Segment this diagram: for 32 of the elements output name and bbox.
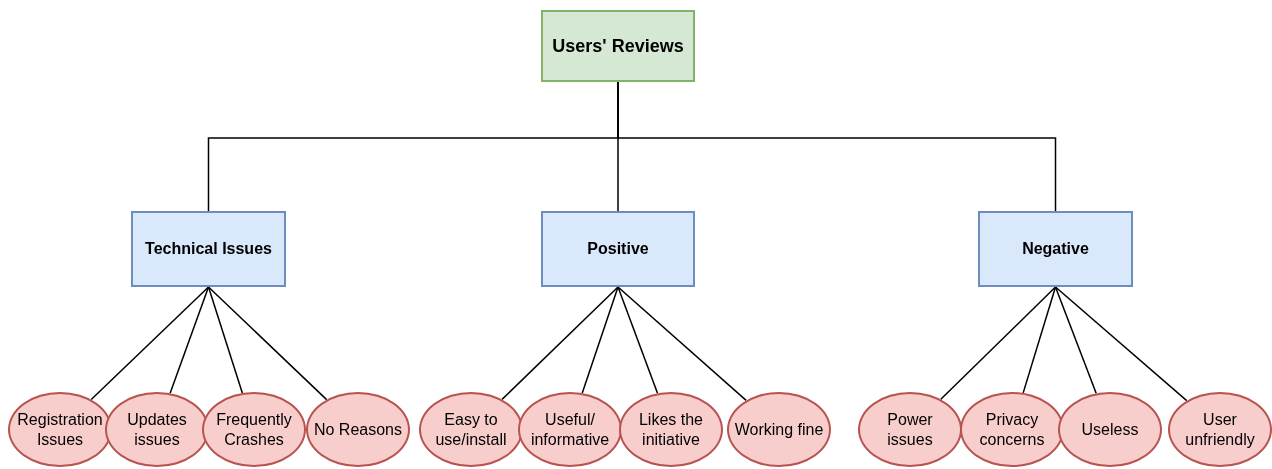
node-label: No Reasons xyxy=(313,419,402,440)
node-label: Easy to use/install xyxy=(434,409,508,450)
connector-line xyxy=(940,286,1057,401)
connector-line xyxy=(501,286,619,401)
connector-line xyxy=(617,286,747,402)
node-label: Registration Issues xyxy=(16,409,104,450)
connector-line xyxy=(581,286,619,394)
connector-line xyxy=(90,286,210,401)
node-label: Useless xyxy=(1081,419,1139,440)
node-label: Power issues xyxy=(886,409,934,450)
connector-line xyxy=(1022,286,1057,394)
node-label: Negative xyxy=(1022,239,1089,259)
node-label: Positive xyxy=(587,239,649,259)
node-label: Frequently Crashes xyxy=(215,409,293,450)
root-box xyxy=(541,10,695,82)
node-label: Working fine xyxy=(734,419,824,440)
node-label: Technical Issues xyxy=(145,239,272,259)
category-box xyxy=(131,211,286,287)
connector-line xyxy=(207,286,244,394)
connector-line xyxy=(1054,286,1097,395)
node-label: Likes the initiative xyxy=(637,409,704,450)
connector-line xyxy=(207,286,328,401)
category-box xyxy=(978,211,1133,287)
node-label: Updates issues xyxy=(126,409,188,450)
connector-line xyxy=(169,286,210,394)
node-label: Users' Reviews xyxy=(552,34,684,58)
connector-line xyxy=(617,81,1057,212)
category-box xyxy=(541,211,695,287)
node-label: User unfriendly xyxy=(1184,409,1256,450)
node-label: Useful/ informative xyxy=(529,409,611,450)
connector-line xyxy=(617,286,659,395)
node-label: Privacy concerns xyxy=(978,409,1046,450)
